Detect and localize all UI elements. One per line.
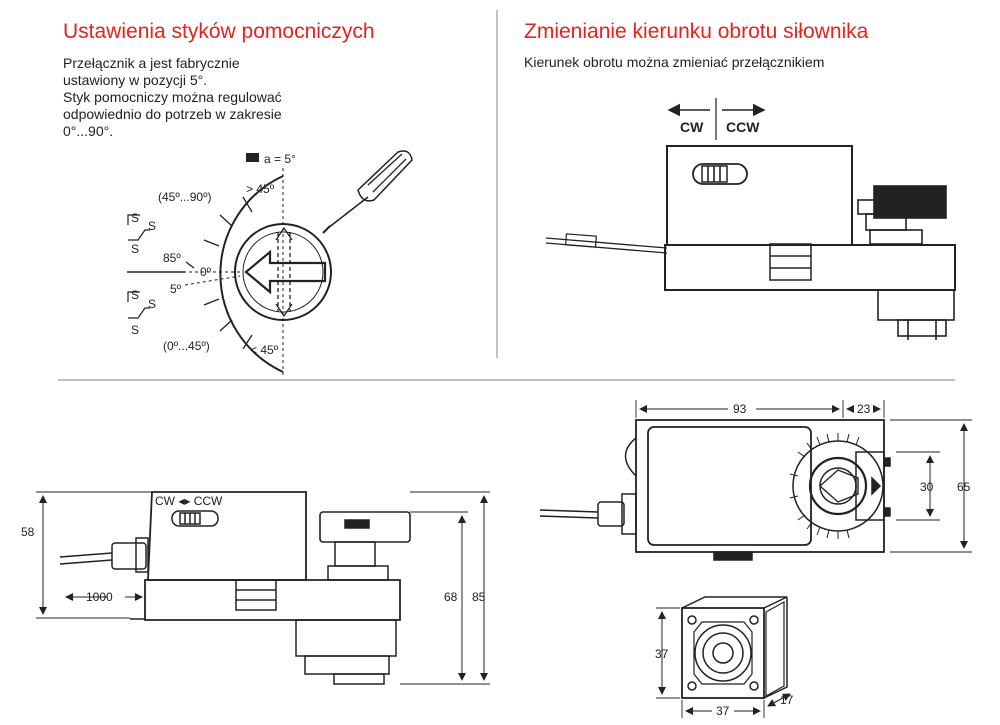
label-s6: S: [131, 323, 139, 337]
label-s1: S: [131, 211, 139, 225]
dim-1000: 1000: [86, 590, 113, 604]
desc-line: odpowiednio do potrzeb w zakresie: [63, 106, 282, 122]
label-range-low: (0º...45º): [163, 339, 210, 353]
dim-93: 93: [733, 402, 747, 416]
desc-line: Przełącznik a jest fabrycznie: [63, 55, 240, 71]
side-switch-label: CW ◂▸ CCW: [155, 494, 223, 508]
dim-58: 58: [21, 525, 35, 539]
cw-label: CW: [680, 119, 704, 135]
dial-ticks: [789, 433, 860, 539]
shaft-adapter-drawing: [656, 596, 791, 718]
label-5: 5º: [170, 282, 182, 296]
right-section-title: Zmienianie kierunku obrotu siłownika: [524, 20, 869, 43]
dial-labels: a = 5° (45º...90º) > 45º 85º 0º 5º (0º..…: [131, 152, 296, 357]
dim-23: 23: [857, 402, 871, 416]
label-85: 85º: [163, 251, 181, 265]
ccw-label: CCW: [726, 119, 760, 135]
dim-68: 68: [444, 590, 458, 604]
desc-line: 0°...90°.: [63, 123, 114, 139]
top-view-drawing: [539, 400, 972, 561]
dim-17: 17: [780, 693, 794, 707]
dim-65: 65: [957, 480, 971, 494]
label-a5: a = 5°: [264, 152, 296, 166]
label-range-high: (45º...90º): [158, 190, 211, 204]
auxiliary-switch-diagram: [127, 150, 413, 375]
dim-37-horizontal: 37: [716, 704, 730, 718]
dim-85: 85: [472, 590, 486, 604]
label-s3: S: [131, 242, 139, 256]
label-s4: S: [131, 288, 139, 302]
dim-30: 30: [920, 480, 934, 494]
dim-37-vertical: 37: [655, 647, 669, 661]
label-s2: S: [148, 219, 156, 233]
label-0: 0º: [200, 265, 212, 279]
desc-line: Styk pomocniczy można regulować: [63, 89, 282, 105]
label-lt45: < 45º: [250, 343, 279, 357]
rotation-description: Kierunek obrotu można zmieniać przełączn…: [524, 54, 825, 70]
side-view-drawing: [36, 491, 490, 685]
auxiliary-contact-description: Przełącznik a jest fabrycznie ustawiony …: [63, 55, 343, 140]
left-section-title: Ustawienia styków pomocniczych: [63, 20, 375, 43]
desc-line: ustawiony w pozycji 5°.: [63, 72, 208, 88]
label-gt45: > 45º: [246, 182, 275, 196]
label-s5: S: [148, 297, 156, 311]
actuator-rotation-drawing: [545, 98, 956, 340]
